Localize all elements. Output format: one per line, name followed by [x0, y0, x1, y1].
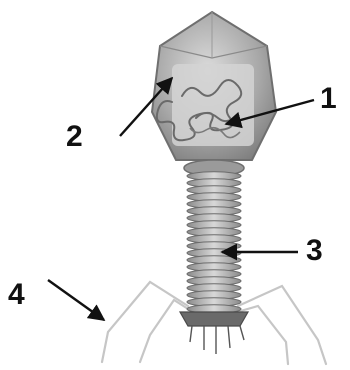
- arrow-4: [48, 280, 104, 320]
- label-1: 1: [320, 84, 337, 114]
- base-plate-spikes: [190, 326, 244, 354]
- label-3: 3: [306, 236, 323, 266]
- base-plate: [180, 312, 248, 354]
- head-inner-window: [172, 64, 254, 146]
- phage-head: [152, 12, 276, 160]
- label-4: 4: [8, 280, 25, 310]
- label-2: 2: [66, 122, 83, 152]
- tail-sheath: [187, 172, 241, 313]
- tail-fiber-right-outer: [238, 286, 326, 364]
